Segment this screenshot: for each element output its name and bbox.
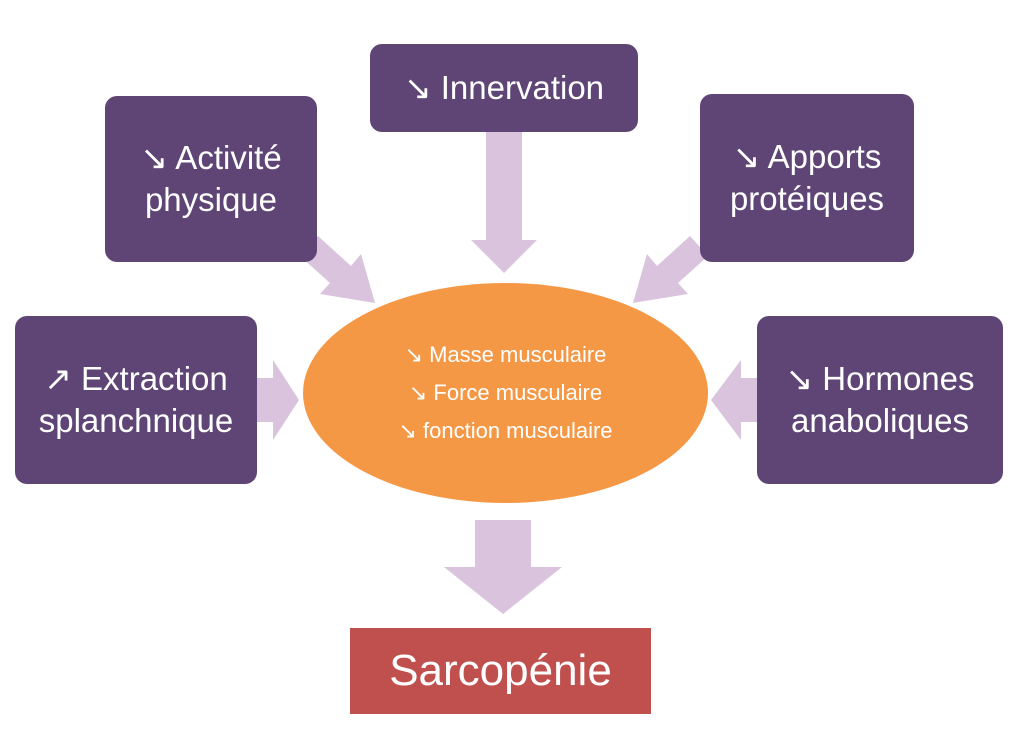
center-line-masse: ↘ Masse musculaire bbox=[404, 342, 607, 367]
factor-apports-proteiques: ↘ Apports protéiques bbox=[700, 94, 914, 262]
factor-innervation: ↘ Innervation bbox=[370, 44, 638, 132]
center-ellipse: ↘ Masse musculaire ↘ Force musculaire ↘ … bbox=[303, 283, 708, 503]
arrow-activite bbox=[300, 236, 375, 303]
factor-activite-physique: ↘ Activité physique bbox=[105, 96, 317, 262]
factor-extraction-line-1: ↗ Extraction bbox=[44, 359, 228, 397]
factor-activite-line-1: ↘ Activité bbox=[140, 138, 282, 176]
factor-apports-line-1: ↘ Apports bbox=[732, 137, 882, 175]
factor-innervation-label: ↘ Innervation bbox=[403, 68, 605, 106]
factor-hormones-line-2: anaboliques bbox=[790, 402, 969, 439]
arrow-extraction bbox=[257, 360, 299, 440]
factor-hormones-line-1: ↘ Hormones bbox=[785, 359, 975, 397]
result-label: Sarcopénie bbox=[389, 646, 612, 695]
factor-apports-line-2: protéiques bbox=[729, 180, 885, 217]
arrow-hormones bbox=[711, 360, 757, 440]
arrow-to-sarcopenie bbox=[444, 520, 562, 614]
result-box: Sarcopénie bbox=[350, 628, 651, 714]
center-line-fonction: ↘ fonction musculaire bbox=[398, 418, 613, 443]
arrow-apports bbox=[633, 236, 708, 303]
factor-extraction-splanchnique: ↗ Extraction splanchnique bbox=[15, 316, 257, 484]
factor-hormones-anaboliques: ↘ Hormones anaboliques bbox=[757, 316, 1003, 484]
factor-extraction-line-2: splanchnique bbox=[38, 402, 234, 439]
factor-activite-line-2: physique bbox=[144, 181, 278, 218]
center-line-force: ↘ Force musculaire bbox=[408, 380, 603, 405]
arrow-innervation bbox=[471, 132, 537, 273]
